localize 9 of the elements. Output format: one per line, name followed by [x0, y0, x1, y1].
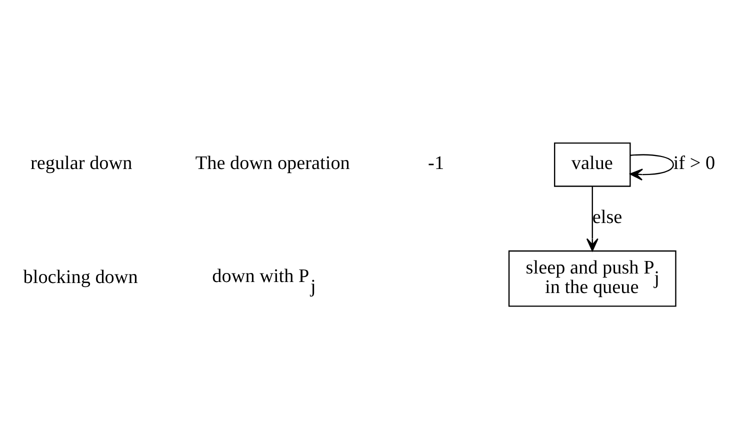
label: -1: [428, 152, 444, 174]
label: blocking down: [23, 266, 138, 288]
label: regular down: [30, 152, 132, 174]
arrow: [630, 154, 674, 180]
edge-label: else: [592, 206, 622, 228]
edge-label: if > 0: [673, 152, 716, 174]
label: The down operation: [195, 152, 350, 174]
node-box: value: [554, 142, 631, 186]
arrow: [586, 186, 598, 251]
